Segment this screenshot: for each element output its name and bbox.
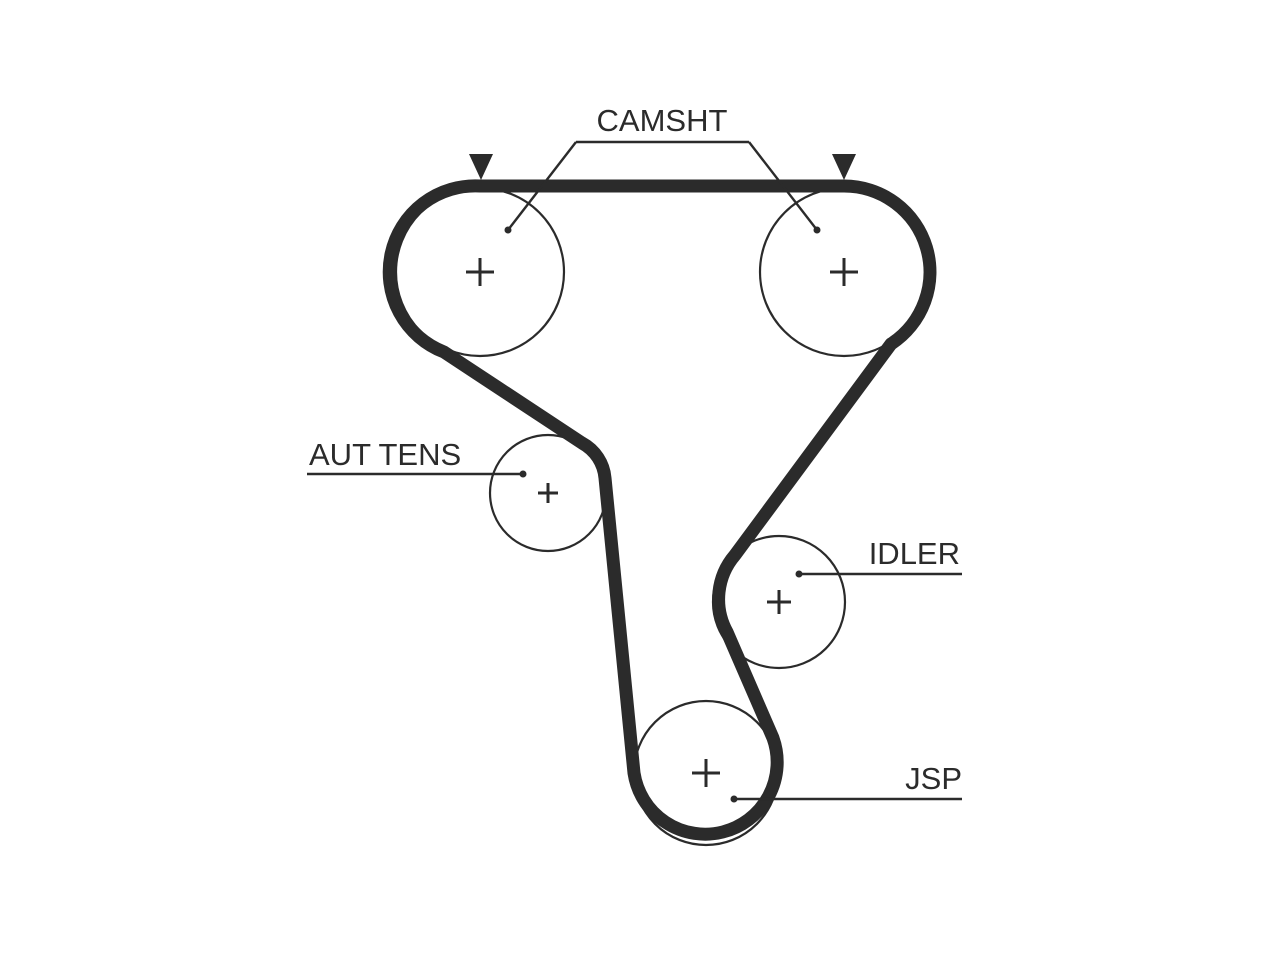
crankshaft-center-cross [692, 759, 720, 787]
idler-label: IDLER [869, 536, 960, 571]
timing-mark-right-icon [832, 154, 856, 180]
timing-mark-left-icon [469, 154, 493, 180]
camshaft-leader-right-branch [748, 141, 818, 231]
idler-center-cross [767, 590, 791, 614]
crankshaft-leader-dot [730, 795, 738, 803]
camshaft-left-center-cross [466, 258, 494, 286]
camshaft-right-center-cross [830, 258, 858, 286]
camshaft-leader-left-branch [507, 141, 577, 231]
tensioner-leader-dot [519, 470, 527, 478]
camshaft-right-leader-dot [813, 226, 821, 234]
tensioner-center-cross [538, 483, 558, 503]
crankshaft-label: JSP [905, 761, 962, 796]
timing-belt [382, 179, 937, 841]
idler-leader-dot [795, 570, 803, 578]
camshaft-left-leader-dot [504, 226, 512, 234]
camshaft-label: CAMSHT [597, 103, 728, 138]
tensioner-label: AUT TENS [309, 437, 461, 472]
